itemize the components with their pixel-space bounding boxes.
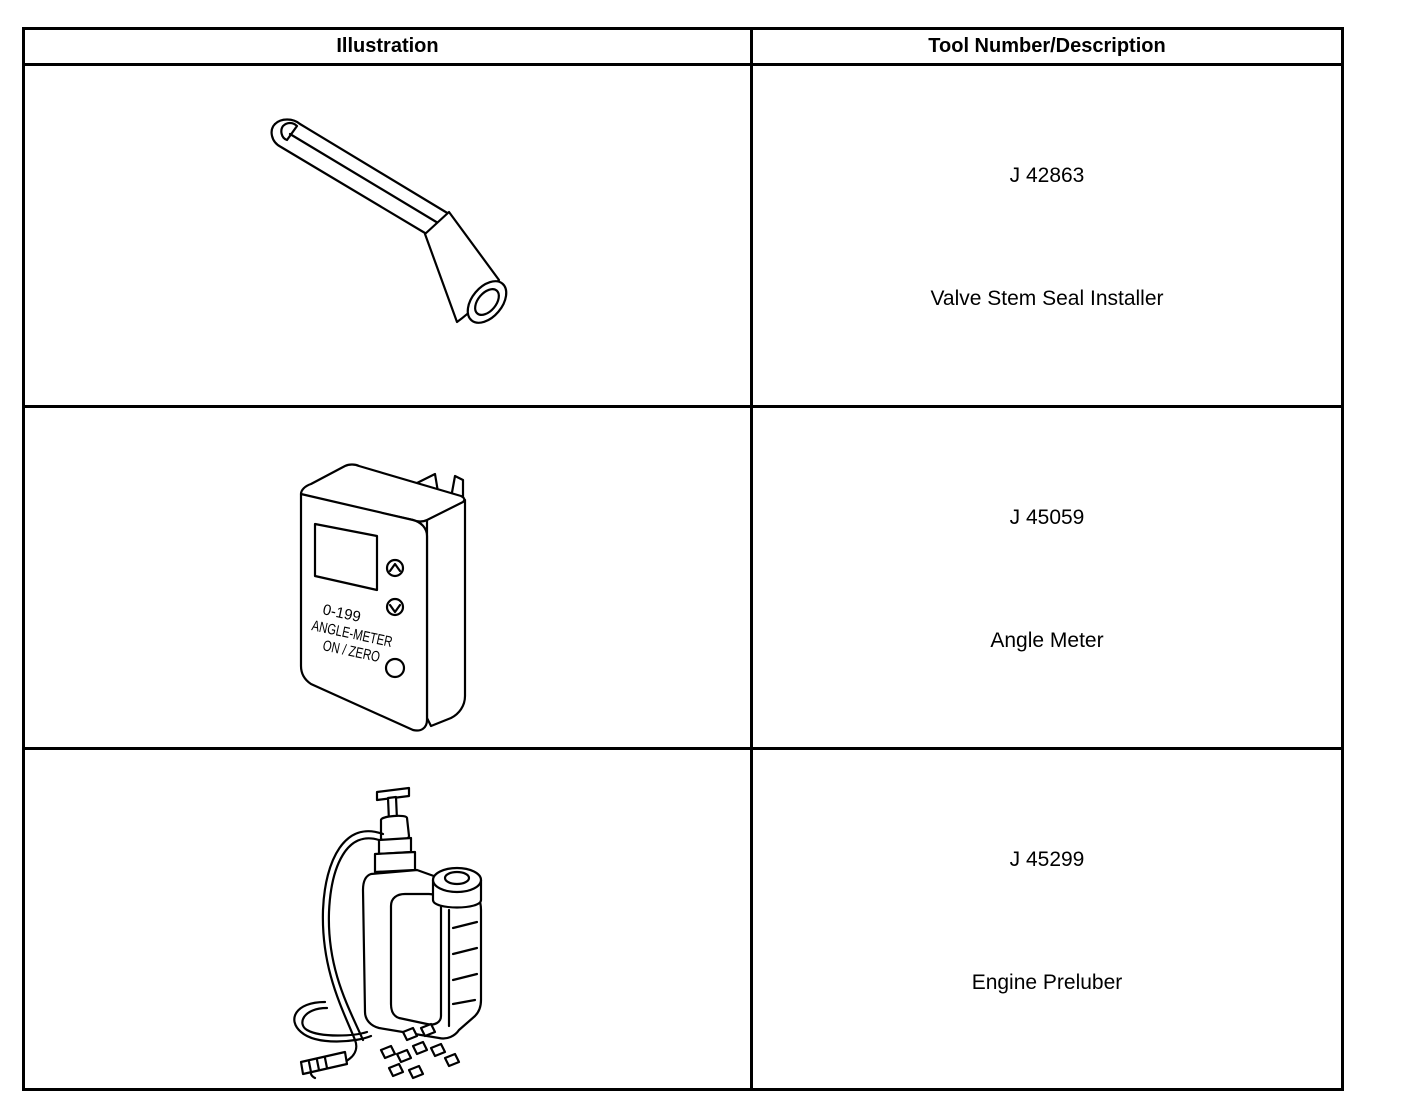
header-tool-number-description: Tool Number/Description: [753, 30, 1341, 66]
tool-number: J 45299: [1009, 848, 1085, 871]
illustration-cell: [25, 750, 753, 1088]
tool-number: J 42863: [1009, 164, 1085, 187]
engine-preluber-illustration: [293, 786, 483, 1080]
tool-description: Valve Stem Seal Installer: [930, 287, 1164, 310]
table-row: 0-199 ANGLE-METER ON / ZERO J 45059 Angl…: [25, 408, 1341, 750]
tool-table: Illustration Tool Number/Description J 4…: [22, 27, 1344, 1091]
angle-meter-illustration: 0-199 ANGLE-METER ON / ZERO: [299, 463, 467, 732]
illustration-cell: 0-199 ANGLE-METER ON / ZERO: [25, 408, 753, 747]
tool-info-cell: J 42863 Valve Stem Seal Installer: [753, 66, 1341, 405]
tool-description: Engine Preluber: [971, 971, 1123, 994]
tool-number: J 45059: [1009, 506, 1085, 529]
tool-info-cell: J 45299 Engine Preluber: [753, 750, 1341, 1088]
tool-description: Angle Meter: [990, 629, 1104, 652]
table-row: J 42863 Valve Stem Seal Installer: [25, 66, 1341, 408]
header-illustration: Illustration: [25, 30, 753, 66]
illustration-cell: [25, 66, 753, 405]
table-row: J 45299 Engine Preluber: [25, 750, 1341, 1088]
valve-stem-seal-installer-illustration: [270, 118, 508, 324]
tool-info-cell: J 45059 Angle Meter: [753, 408, 1341, 747]
